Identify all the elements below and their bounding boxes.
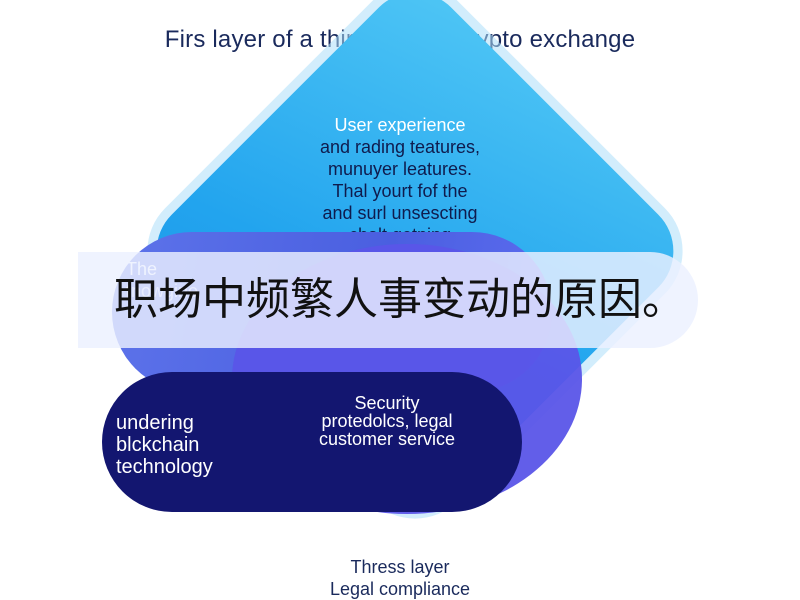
middle-layer-line: The	[126, 259, 158, 279]
top-layer-text: User experience and rading teatures, mun…	[260, 114, 540, 246]
bottom-layer-right-line: protedolcs, legal	[321, 411, 453, 431]
bottom-caption: Thress layer Legal compliance	[0, 556, 800, 600]
bottom-layer-right-line: customer service	[318, 429, 456, 449]
middle-layer-text: The tnowgine	[126, 258, 198, 302]
top-layer-line: User experience	[334, 115, 466, 135]
top-layer-line: munuyer leatures.	[327, 159, 473, 179]
top-layer-line: and rading teatures,	[319, 137, 481, 157]
bottom-layer-left-line: technology	[116, 456, 213, 478]
bottom-layer-right-text: Security protedolcs, legal customer serv…	[282, 394, 492, 448]
top-layer-line: and surl unsescting	[322, 203, 478, 223]
caption-line: Legal compliance	[329, 579, 471, 599]
middle-layer-line: tnowgine	[126, 281, 199, 301]
bottom-layer-left-line: undering	[116, 412, 194, 434]
caption-line: Thress layer	[350, 557, 450, 577]
bottom-layer-shape	[102, 372, 522, 512]
bottom-layer-left-text: undering blckchain technology	[116, 412, 213, 478]
top-layer-line: Thal yourt fof the	[332, 181, 468, 201]
bottom-layer-left-line: blckchain	[116, 434, 200, 456]
bottom-layer-right-line: Security	[354, 393, 420, 413]
